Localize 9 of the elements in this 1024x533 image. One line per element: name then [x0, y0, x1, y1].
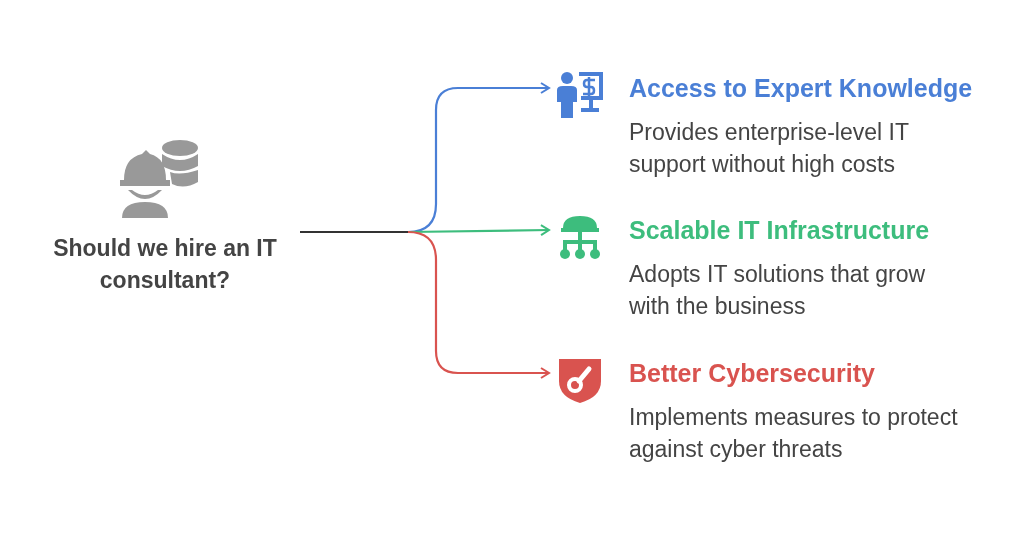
trunk-line — [300, 230, 408, 234]
benefit-heading: Access to Expert Knowledge — [629, 73, 973, 104]
benefit-description: Adopts IT solutions that grow with the business — [629, 260, 927, 321]
question-text: Should we hire an IT consultant? — [52, 234, 278, 295]
benefit-heading: Scalable IT Infrastructure — [629, 215, 930, 246]
benefit-heading: Better Cybersecurity — [629, 358, 875, 389]
benefit-description: Provides enterprise-level IT support without high costs — [629, 118, 910, 179]
branch-arrow — [407, 230, 550, 379]
benefit-description: Implements measures to protect against cyber threats — [629, 403, 959, 464]
